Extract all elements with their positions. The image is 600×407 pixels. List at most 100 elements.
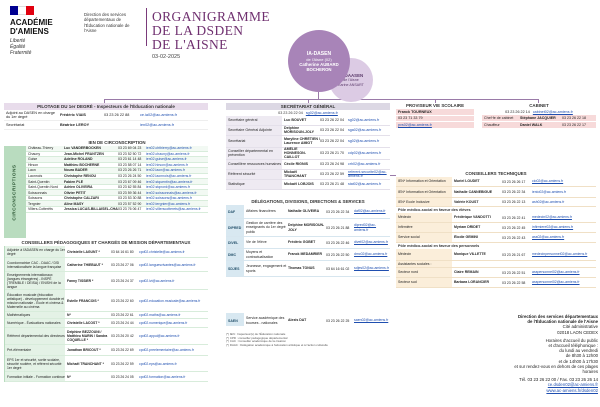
- proviseur-email[interactable]: pvs02@ac-amiens.fr: [396, 122, 474, 129]
- ien-email[interactable]: ien02.tergnier@ac-amiens.fr: [146, 201, 191, 206]
- ct-name: Frédérique VANDOTTI: [454, 215, 491, 220]
- pilotage-email[interactable]: ien02@ac-amiens.fr: [140, 123, 175, 127]
- cpd-role: Enseignements internationaux (langues ét…: [5, 272, 65, 289]
- ien-email[interactable]: ien02.soissons@ac-amiens.fr: [146, 196, 192, 201]
- secretariat-email[interactable]: sg02@ac-amiens.fr: [348, 117, 380, 122]
- cpd-email[interactable]: cpd02.preelementaire@ac-amiens.fr: [139, 348, 194, 352]
- pilotage-role: Adjoint au DASEN en charge du 1er degré: [6, 111, 55, 119]
- cpd-email[interactable]: cpd02.numerique@ac-amiens.fr: [139, 321, 188, 325]
- cpd-email[interactable]: cpd02.languesvivantes@ac-amiens.fr: [139, 262, 196, 267]
- cabinet-email[interactable]: cabinet02@ac-amiens.fr: [532, 110, 573, 114]
- delegation-email[interactable]: dipred02@ac-amiens.fr: [354, 223, 377, 232]
- secretariat-title: SECRÉTARIAT GÉNÉRAL: [226, 103, 390, 110]
- cpd-name: Christelle LACOST *: [67, 321, 100, 325]
- ien-name: Aline MASY: [64, 201, 84, 206]
- ct-tel: 03 23 26 22 13: [502, 200, 526, 204]
- delegation-email[interactable]: daf02@ac-amiens.fr: [354, 209, 386, 214]
- ien-email[interactable]: ien02.chauny@ac-amiens.fr: [146, 151, 190, 156]
- cpd-name: Fanny TISSIER *: [67, 278, 94, 283]
- secretariat-name: Mickaël TRANCHANT: [284, 169, 307, 178]
- secretariat-email[interactable]: sg02@ac-amiens.fr: [305, 110, 338, 115]
- table-row: Adjointe à l'ADASEN en charge du 1er deg…: [5, 246, 208, 258]
- ien-email[interactable]: ien02.soissonnais@ac-amiens.fr: [146, 190, 197, 195]
- ct-email[interactable]: asspersonnel02@ac-amiens.fr: [532, 280, 580, 285]
- ien-tel: 03 23 62 55 84: [118, 185, 142, 190]
- ct-email[interactable]: ienio02@ac-amiens.fr: [532, 189, 567, 194]
- ien-email[interactable]: ien02.stquentin@ac-amiens.fr: [146, 179, 193, 184]
- contact-website[interactable]: www.ac-amiens.fr/dsden02: [546, 387, 598, 393]
- ct-role: Infirmière: [396, 223, 452, 232]
- connector-vertical: [318, 92, 319, 100]
- secretariat-email[interactable]: sg02@ac-amiens.fr: [348, 138, 380, 143]
- cpd-email[interactable]: cpd02.appui@ac-amiens.fr: [139, 334, 180, 338]
- ien-name: Olivier PETIT: [64, 190, 86, 195]
- ct-title: CONSEILLERS TECHNIQUES: [465, 171, 527, 176]
- ct-email[interactable]: asspersonnel02@ac-amiens.fr: [532, 270, 580, 275]
- delegation-role: Moyens et contractualisation: [246, 250, 274, 259]
- ien-name: Luc VANDERBOCKEN: [64, 146, 101, 151]
- cpd-role: Mathématiques: [5, 312, 65, 318]
- ien-email[interactable]: ien02.laonnois@ac-amiens.fr: [146, 174, 192, 178]
- ct-email[interactable]: cio02@ac-amiens.fr: [532, 179, 564, 184]
- secretariat-tel: 03 23 26 22 04: [278, 110, 303, 115]
- ct-email[interactable]: medecin02@ac-amiens.fr: [532, 215, 572, 220]
- ct-email[interactable]: ash02@ac-amiens.fr: [532, 199, 565, 204]
- ien-email[interactable]: ien02.chthierry@ac-amiens.fr: [146, 146, 192, 151]
- secretariat-email[interactable]: referent.securite02@ac-amiens.fr: [348, 169, 387, 178]
- delegation-tel: 03 23 26 22 46: [326, 240, 350, 245]
- pilotage-tel: 03 23 26 22 88: [104, 113, 130, 117]
- cpd-email[interactable]: cpd02.eps@ac-amiens.fr: [139, 361, 177, 366]
- ct-role: Secteur sud: [396, 278, 452, 287]
- cpd-role: Adjointe à l'ADASEN en charge du 1er deg…: [5, 246, 65, 257]
- cpd-role: Numérique - Évaluations nationales: [5, 319, 65, 327]
- ct-email[interactable]: ass02@ac-amiens.fr: [532, 235, 565, 240]
- cpd-name: N*: [67, 374, 71, 379]
- ien-title: IEN DE CIRCONSCRIPTION: [88, 140, 146, 145]
- ien-email[interactable]: ien02.stqnord@ac-amiens.fr: [146, 185, 191, 190]
- ct-name: Claire REMAIN: [454, 270, 479, 275]
- contact-email[interactable]: ce.dsden02@ac-amiens.fr: [547, 382, 598, 388]
- delegation-name: Delphine MORISOUN-JOLY: [288, 223, 325, 232]
- delegation-email[interactable]: dmc02@ac-amiens.fr: [354, 252, 388, 257]
- secretariat-email[interactable]: cdp02@ac-amiens.fr: [348, 150, 382, 155]
- ien-circonscription: Laon: [28, 168, 36, 173]
- delegation-tel: 03 23 26 22 50: [326, 252, 350, 257]
- connector-secretariat: [308, 99, 309, 103]
- secretariat-email[interactable]: crh02@ac-amiens.fr: [348, 161, 381, 166]
- pilotage-email[interactable]: ce.ia02@ac-amiens.fr: [140, 113, 177, 117]
- cpd-email[interactable]: cpd02.education.musicale@ac-amiens.fr: [139, 298, 201, 303]
- ct-role: Service social: [396, 233, 452, 242]
- ien-email[interactable]: ien02.hirson@ac-amiens.fr: [146, 162, 188, 167]
- ien-email[interactable]: ien02.laon@ac-amiens.fr: [146, 168, 185, 173]
- cpd-email[interactable]: cpd02.formation@ac-amiens.fr: [139, 374, 186, 379]
- cpd-email[interactable]: cpd02.maths@ac-amiens.fr: [139, 313, 181, 317]
- ien-email[interactable]: ien02.villerscotterets@ac-amiens.fr: [146, 207, 201, 212]
- cpd-email[interactable]: cpd02.christelle@ac-amiens.fr: [139, 249, 185, 254]
- secretariat-email[interactable]: stat02@ac-amiens.fr: [348, 181, 382, 186]
- ien-email[interactable]: ien02.guise@ac-amiens.fr: [146, 157, 187, 162]
- secretariat-email[interactable]: sga02@ac-amiens.fr: [348, 127, 382, 132]
- ien-name: Matthieu BOCHERNE: [64, 162, 100, 167]
- delegation-email[interactable]: saen02@ac-amiens.fr: [354, 318, 389, 323]
- contact-hours: et d'accueil téléphonique :: [548, 343, 598, 349]
- ct-name: Muriel LOUDET: [454, 179, 480, 184]
- secretariat-tel: 03 23 26 22 04: [320, 128, 344, 132]
- dasen-adjoint-title: IA-DAASEN: [338, 73, 364, 79]
- secretariat-tel: 03 23 26 22 59: [320, 172, 344, 176]
- ct-name: Myriam DRIDET: [454, 225, 481, 230]
- ct-email[interactable]: medecinpersonnel02@ac-amiens.fr: [532, 252, 588, 257]
- cpd-email[interactable]: cpd02.lvi@ac-amiens.fr: [139, 278, 175, 283]
- delegation-email[interactable]: divel02@ac-amiens.fr: [354, 240, 388, 245]
- table-row: Enseignements internationaux (langues ét…: [5, 272, 208, 290]
- ct-email[interactable]: infirmiere02@ac-amiens.fr: [532, 225, 574, 230]
- delegation-email[interactable]: sdjes02@ac-amiens.fr: [354, 266, 389, 271]
